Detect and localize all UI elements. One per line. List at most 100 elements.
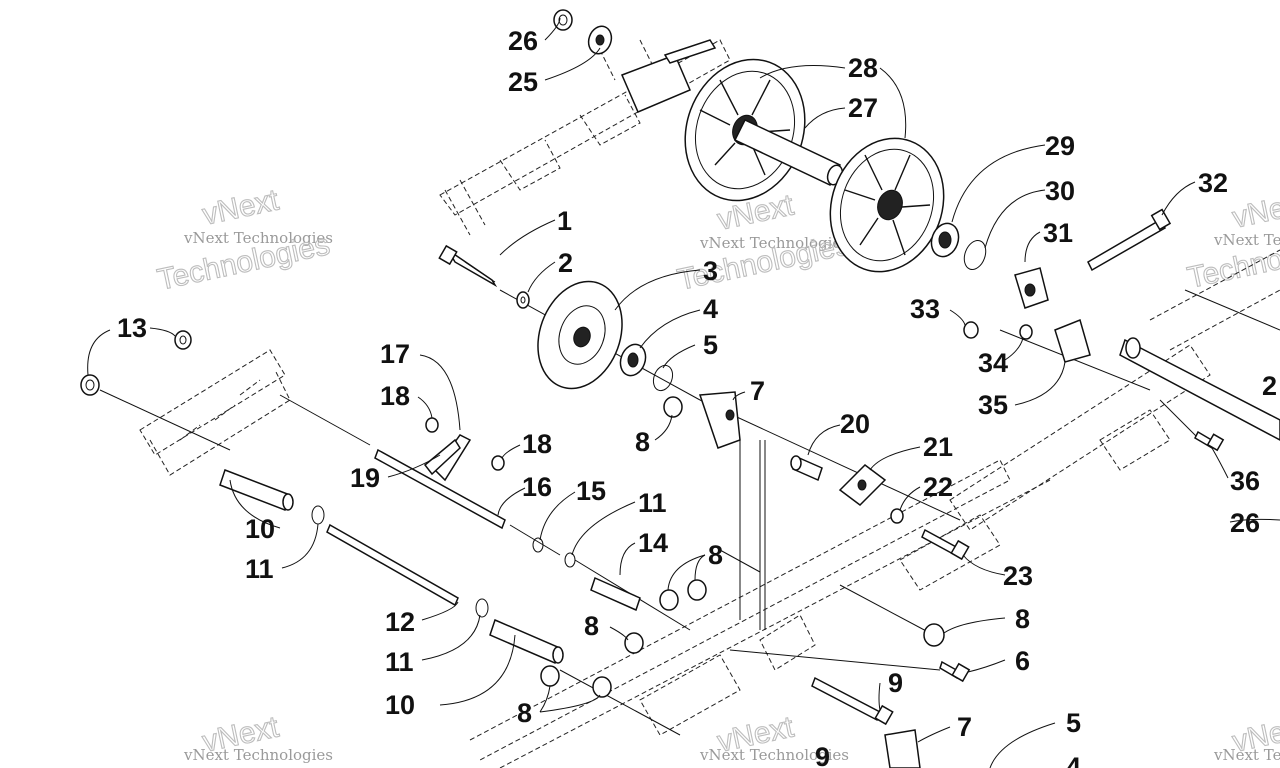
adjuster-mount-upper [620,39,717,113]
block-21 [838,464,887,506]
watermark-line2: vNext Technologies [699,746,849,764]
callout-7: 7 [750,376,765,406]
washer-2 [516,291,530,309]
callout-10: 10 [385,690,415,720]
nut-33 [963,321,979,339]
callout-23: 23 [1003,561,1033,591]
callout-31: 31 [1043,218,1073,248]
callout-9: 9 [888,668,903,698]
bolt-9 [811,676,894,726]
callout-5: 5 [703,330,718,360]
callout-11: 11 [385,647,414,677]
axis-lines [99,289,1280,736]
callout-3: 3 [703,256,718,286]
watermark-line2: vNext Technologies [1213,231,1280,249]
right-frame-rail [949,249,1280,531]
callout-7: 7 [957,712,972,742]
cam-31 [1014,267,1049,309]
callout-16: 16 [522,472,552,502]
watermark-right: vNext vNext Technologies Technologies [1184,186,1280,295]
lower-frame-rail [469,459,1051,768]
callout-8: 8 [1015,604,1030,634]
callout-5: 5 [1066,708,1081,738]
bushing-20 [790,455,823,482]
washer-22 [890,508,904,524]
snap-ring-5 [652,364,674,392]
callout-34: 34 [978,348,1008,378]
callout-17: 17 [380,339,410,369]
bracket-7-top [698,391,741,449]
nut-8-group [540,396,945,698]
watermark-center: vNext vNext Technologies Technologies [674,188,853,297]
callout-30: 30 [1045,176,1075,206]
nut-13-b [80,374,100,396]
upper-frame-rail [439,39,731,236]
callout-35: 35 [978,390,1008,420]
callout-22: 22 [923,472,953,502]
callout-26: 26 [1230,508,1260,538]
bearing-29 [930,222,960,258]
callout-labels: 26 25 28 27 29 30 31 32 1 2 3 4 5 33 34 … [117,26,1277,768]
callout-2: 2 [1262,371,1277,401]
callout-28: 28 [848,53,878,83]
idler-wheel-large-2 [829,137,945,273]
left-frame-rail [139,349,291,476]
nut-34 [1019,324,1033,340]
watermark-line1: vNext [200,183,283,231]
watermark-line2: vNext Technologies [183,746,333,764]
bolt-23 [921,528,970,561]
bracket-7-bottom [884,729,921,768]
bearing-4 [619,343,647,377]
washer-25 [587,25,613,55]
callout-18: 18 [522,429,552,459]
callout-33: 33 [910,294,940,324]
callout-29: 29 [1045,131,1075,161]
callout-36: 36 [1230,466,1260,496]
callout-4: 4 [1066,752,1081,768]
callout-1: 1 [557,206,572,236]
nut-26 [553,9,573,31]
callout-27: 27 [848,93,878,123]
callout-10: 10 [245,514,275,544]
bolt-1 [438,244,498,288]
washers-11-15 [311,505,576,618]
callout-8: 8 [635,427,650,457]
watermark-left: vNext vNext Technologies Technologies [154,183,333,297]
callout-2: 2 [558,248,573,278]
callout-32: 32 [1198,168,1228,198]
bolt-32 [1087,208,1172,272]
idler-wheel-small [537,280,623,390]
watermark-bottom-right: vNext vNext Technologies [1213,710,1280,764]
spacer-tube-10-a [219,469,294,511]
shaft-right [1119,337,1280,441]
callout-25: 25 [508,67,538,97]
snap-ring-30 [963,239,987,271]
callout-8: 8 [584,611,599,641]
callout-20: 20 [840,409,870,439]
watermark-line1: vNext [1230,186,1280,234]
callout-15: 15 [576,476,606,506]
spacer-14 [590,576,641,612]
callout-13: 13 [117,313,147,343]
watermark-line2: vNext Technologies [183,229,333,247]
callout-11: 11 [638,488,667,518]
callout-14: 14 [638,528,668,558]
callout-18: 18 [380,381,410,411]
callout-21: 21 [923,432,953,462]
leader-lines [87,17,1280,768]
nut-13-a [174,330,192,350]
callout-11: 11 [245,554,274,584]
watermark-line2: vNext Technologies [699,234,849,252]
shaft-16 [374,448,506,530]
callout-6: 6 [1015,646,1030,676]
shaft-12 [326,523,459,607]
callout-9: 9 [815,742,830,768]
block-35 [1054,318,1091,363]
bolt-36 [1194,430,1225,452]
bolt-6 [939,660,971,683]
arm-bracket-17 [423,434,472,482]
callout-8: 8 [708,540,723,570]
watermark-line2: vNext Technologies [1213,746,1280,764]
spacer-tube-10-b [489,618,564,665]
